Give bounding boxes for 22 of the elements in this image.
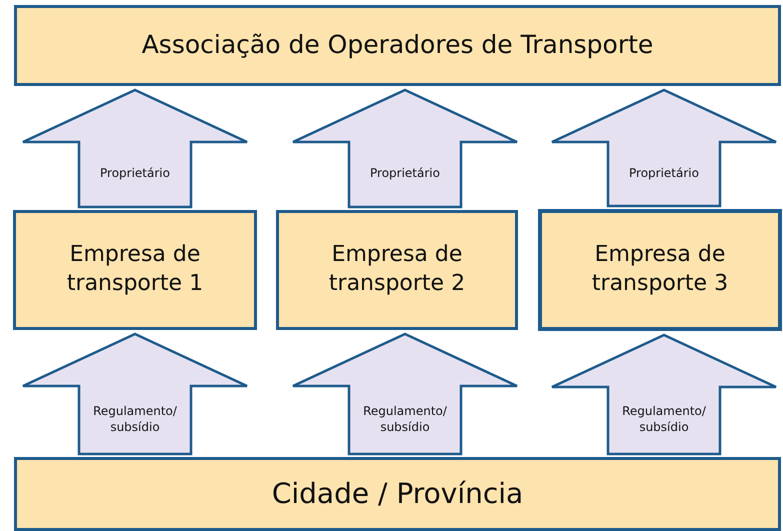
block-arrow: [22, 332, 248, 456]
box: [14, 457, 781, 531]
box-label: Empresa de transporte 3: [590, 241, 730, 298]
edge-label: Regulamento/ subsídio: [621, 403, 707, 436]
block-arrow: [550, 88, 778, 208]
edge-label: Regulamento/ subsídio: [362, 402, 448, 435]
box: [14, 5, 781, 86]
box: [276, 210, 518, 330]
box-label: Associação de Operadores de Transporte: [142, 29, 654, 62]
edge-label: Proprietário: [369, 165, 441, 182]
edge-label: Proprietário: [628, 164, 700, 181]
box: [538, 209, 782, 331]
box-label: Empresa de transporte 1: [66, 241, 204, 298]
box: [13, 210, 257, 330]
edge-label: Regulamento/ subsídio: [92, 402, 178, 435]
block-arrow: [292, 88, 518, 208]
edge-label: Proprietário: [99, 165, 171, 182]
box-label: Empresa de transporte 2: [328, 241, 466, 298]
block-arrow: [550, 334, 778, 456]
block-arrow: [22, 88, 248, 208]
box-label: Cidade / Província: [272, 476, 524, 512]
block-arrow: [292, 332, 518, 456]
